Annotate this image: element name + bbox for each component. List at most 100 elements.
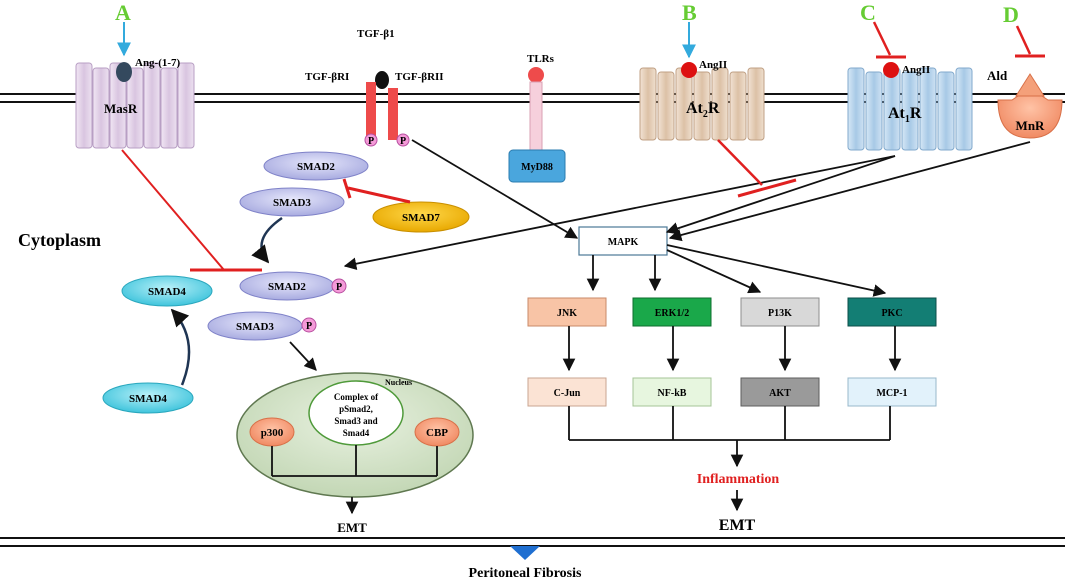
jnk-label: JNK [557, 308, 577, 319]
akt-box [740, 377, 820, 407]
phospho-smad2 [331, 278, 347, 294]
smad4-a-label: SMAD4 [148, 286, 186, 298]
masr-inhibit [121, 149, 225, 271]
smad2-top [263, 151, 369, 181]
complex-line-2: pSmad2, [339, 404, 373, 414]
at1r-to-mapk [665, 155, 896, 235]
p300-label: p300 [261, 427, 284, 439]
phospho-smad3-label: P [306, 321, 312, 332]
mcp1-label: MCP-1 [876, 388, 907, 399]
masr-receptor [75, 62, 195, 149]
smad3-to-nucleus [289, 341, 317, 371]
smad7 [372, 201, 470, 233]
smad7-inhibit-bar [342, 178, 352, 199]
cjun-label: C-Jun [554, 388, 581, 399]
ald-ligand [1015, 73, 1045, 97]
angii-at1-label: AngII [902, 64, 930, 76]
smad4-b [102, 382, 194, 414]
tgfb1-label: TGF-β1 [357, 28, 395, 40]
mnr-to-mapk [668, 141, 1031, 242]
nucleus-merge [271, 445, 438, 477]
ang17-ligand [116, 62, 132, 82]
tgfbrii-receptor [388, 88, 398, 140]
mcp1-box [847, 377, 937, 407]
erk-label: ERK1/2 [655, 308, 689, 319]
pkc-label: PKC [881, 308, 902, 319]
emt-right: EMT [719, 517, 756, 534]
emt-left: EMT [337, 520, 367, 535]
peritoneal-membrane [0, 537, 1065, 560]
jnk-box [527, 297, 607, 327]
mapk-label: MAPK [608, 237, 639, 248]
at1r-receptor [847, 67, 973, 151]
angii-ligand-at2 [681, 62, 697, 78]
inhibit-c [872, 21, 892, 56]
nfkb-box [632, 377, 712, 407]
phospho-rii [396, 133, 410, 147]
tgfb1-ligand [375, 71, 389, 89]
ald-label: Ald [987, 68, 1008, 83]
at1r-to-smad2 [343, 155, 896, 270]
smad3-mid-label: SMAD3 [236, 321, 274, 333]
phospho-rii-label: P [400, 136, 406, 147]
masr-label: MasR [104, 101, 138, 116]
smad4-a [121, 275, 213, 307]
tlr-receptor [529, 81, 543, 151]
label-a: A [115, 0, 131, 25]
mapk-to-p13k [666, 249, 762, 294]
nfkb-label: NF-kB [658, 388, 687, 399]
smad4-b-label: SMAD4 [129, 393, 167, 405]
tgfbri-receptor [366, 82, 376, 140]
cytoplasm-label: Cytoplasm [18, 230, 101, 250]
smad2-top-label: SMAD2 [297, 161, 335, 173]
at2r-receptor [639, 67, 765, 141]
phospho-ri-label: P [368, 136, 374, 147]
p13k-box [740, 297, 820, 327]
phospho-smad2-label: P [336, 282, 342, 293]
cjun-box [527, 377, 607, 407]
mapk-merge [568, 406, 891, 441]
smad4-arrow [170, 308, 191, 386]
at1r-label: At1R [888, 105, 922, 125]
peritoneal-fibrosis-label: Peritoneal Fibrosis [469, 566, 582, 581]
mnr-receptor [997, 87, 1063, 139]
tgfbrii-to-mapk [411, 139, 579, 239]
tlr-ligand [528, 67, 544, 83]
complex-line-1: Complex of [334, 392, 379, 402]
tgfbri-label: TGF-βRI [305, 71, 349, 83]
p13k-label: P13K [768, 308, 792, 319]
label-c: C [860, 0, 876, 25]
inflammation-label: Inflammation [697, 472, 780, 487]
complex-line-4: Smad4 [343, 428, 370, 438]
at2r-inhibit-bar [737, 178, 797, 198]
label-d: D [1003, 2, 1019, 27]
complex-line-3: Smad3 and [334, 416, 377, 426]
smad3-top-label: SMAD3 [273, 197, 311, 209]
mnr-label: MnR [1016, 118, 1046, 133]
erk-box [632, 297, 712, 327]
myd88-box [508, 149, 566, 183]
mapk-to-pkc [666, 244, 887, 297]
smad7-inhibit [347, 186, 411, 204]
myd88-label: MyD88 [521, 162, 553, 173]
mapk-box [578, 226, 668, 256]
smad7-label: SMAD7 [402, 212, 440, 224]
tgfbrii-label: TGF-βRII [395, 71, 444, 83]
akt-label: AKT [769, 388, 791, 399]
cbp-label: CBP [426, 427, 448, 439]
label-b: B [682, 0, 697, 25]
smad-arrow-down [251, 216, 283, 264]
phospho-ri [364, 133, 378, 147]
inhibit-d [1015, 25, 1032, 55]
ang17-label: Ang-(1-7) [135, 57, 181, 69]
at2r-label: At2R [686, 100, 720, 120]
phospho-smad3 [301, 317, 317, 333]
pkc-box [847, 297, 937, 327]
smad3-top [239, 187, 345, 217]
angii-at2-label: AngII [699, 59, 727, 71]
nucleus-label: Nucleus [385, 378, 412, 387]
angii-ligand-at1 [883, 62, 899, 78]
fibrosis-marker [510, 546, 540, 560]
at2r-inhibit [717, 139, 763, 186]
